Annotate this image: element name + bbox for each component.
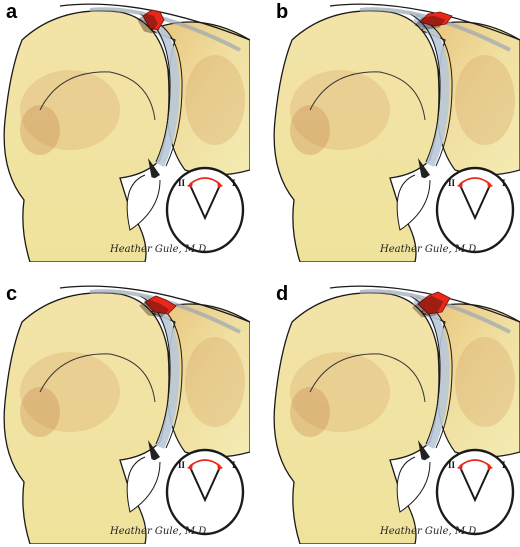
roman-right: I [232,178,236,188]
roman-left: II [448,460,456,470]
cartilage-band [412,13,450,167]
clock-wedge [459,184,491,221]
roman-left: II [178,178,186,188]
roman-right: I [232,460,236,470]
labral-tear [144,295,177,315]
roman-left: II [178,460,186,470]
humeral-head [3,10,170,262]
clock-face [165,448,245,536]
panel-label: d [276,283,289,305]
inferior-labrum [148,158,160,180]
panel-c: c II I Heather Gule, M.D. [0,282,250,544]
roman-right: I [502,460,506,470]
signature: Heather Gule, M.D. [110,244,210,255]
roman-left: II [448,178,456,188]
roman-right: I [502,178,506,188]
clock-wedge [189,184,221,221]
clock-face [435,166,515,254]
panel-label: b [276,1,289,23]
inferior-labrum [418,158,430,180]
signature: Heather Gule, M.D. [380,244,480,255]
clock-face [165,166,245,254]
panel-d: d II I Heather Gule, M.D. [270,282,520,544]
shoulder-illustration [273,285,520,544]
labral-tear [417,291,451,315]
humeral-head [273,292,440,544]
panel-label: a [6,1,18,23]
signature: Heather Gule, M.D. [380,526,480,537]
humeral-head [273,10,440,262]
signature: Heather Gule, M.D. [110,526,210,537]
shoulder-illustration [3,285,250,544]
inferior-labrum [418,440,430,462]
shoulder-illustration [3,3,250,262]
inferior-labrum [148,440,160,462]
panel-label: c [6,283,18,305]
clock-wedge [189,466,221,503]
panel-b: b II I Heather Gule, M.D. [270,0,520,262]
labral-tear [419,11,453,27]
labral-tear [142,9,165,31]
shoulder-illustration [273,3,520,262]
cartilage-band [142,13,180,167]
clock-wedge [459,466,491,503]
clock-face [435,448,515,536]
humeral-head [3,292,170,544]
panel-a: a II I Heather Gule, M.D. [0,0,250,262]
